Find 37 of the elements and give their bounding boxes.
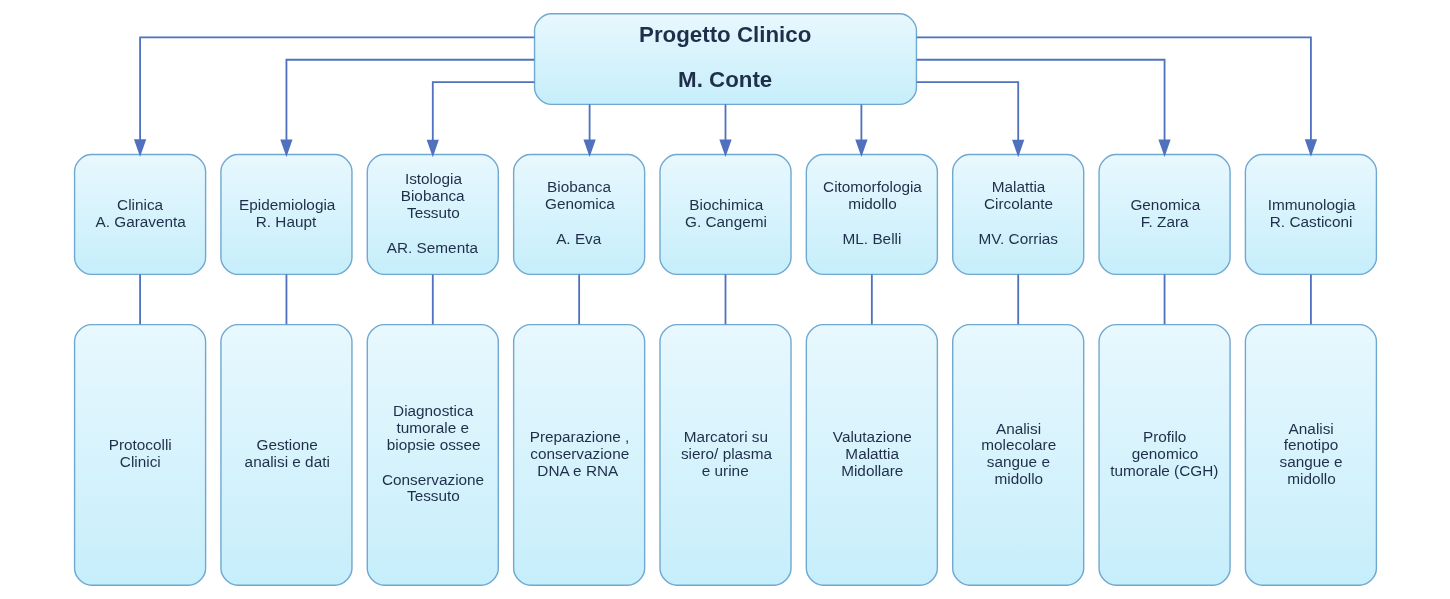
arrow [915, 36, 1317, 157]
node-box: Preparazione , conservazione DNA e RNA [512, 323, 645, 586]
node-box: Diagnostica tumorale e biopsie ossee Conservazione Tessuto [366, 323, 499, 586]
arrow [279, 58, 535, 157]
arrow [915, 81, 1024, 158]
connector [1163, 273, 1165, 326]
node-box: Profilo genomico tumorale (CGH) [1097, 323, 1231, 586]
node-box: Citomorfologia midollo ML. Belli [805, 153, 938, 276]
node-box: Epidemiologia R. Haupt [219, 153, 353, 276]
arrow [133, 36, 535, 157]
node-box: Clinica A. Garaventa [73, 153, 206, 276]
node-box: Malattia Circolante MV. Corrias [951, 153, 1084, 276]
node-box: Valutazione Malattia Midollare [805, 323, 938, 586]
connector [431, 273, 434, 326]
node-box: Marcatori su siero/ plasma e urine [658, 323, 792, 586]
node-box: Progetto Clinico M. Conte [533, 13, 917, 106]
arrow [915, 58, 1171, 157]
connector [577, 273, 580, 326]
arrow [582, 103, 596, 158]
connector [1309, 273, 1312, 326]
arrow [854, 103, 868, 158]
connector [285, 273, 287, 326]
node-box: Protocolli Clinici [73, 323, 206, 586]
node-box: Biobanca Genomica A. Eva [512, 153, 645, 276]
connector [870, 273, 873, 326]
connector [138, 273, 141, 326]
node-box: Genomica F. Zara [1097, 153, 1231, 276]
node-box: Biochimica G. Cangemi [658, 153, 792, 276]
node-box: Gestione analisi e dati [219, 323, 353, 586]
connector [1016, 273, 1019, 326]
arrow [718, 103, 732, 158]
connector [724, 273, 726, 326]
node-box: Analisi fenotipo sangue e midollo [1244, 323, 1377, 586]
arrow [426, 81, 535, 158]
node-box: Immunologia R. Casticoni [1244, 153, 1377, 276]
node-box: Istologia Biobanca Tessuto AR. Sementa [366, 153, 499, 276]
node-box: Analisi molecolare sangue e midollo [951, 323, 1084, 586]
